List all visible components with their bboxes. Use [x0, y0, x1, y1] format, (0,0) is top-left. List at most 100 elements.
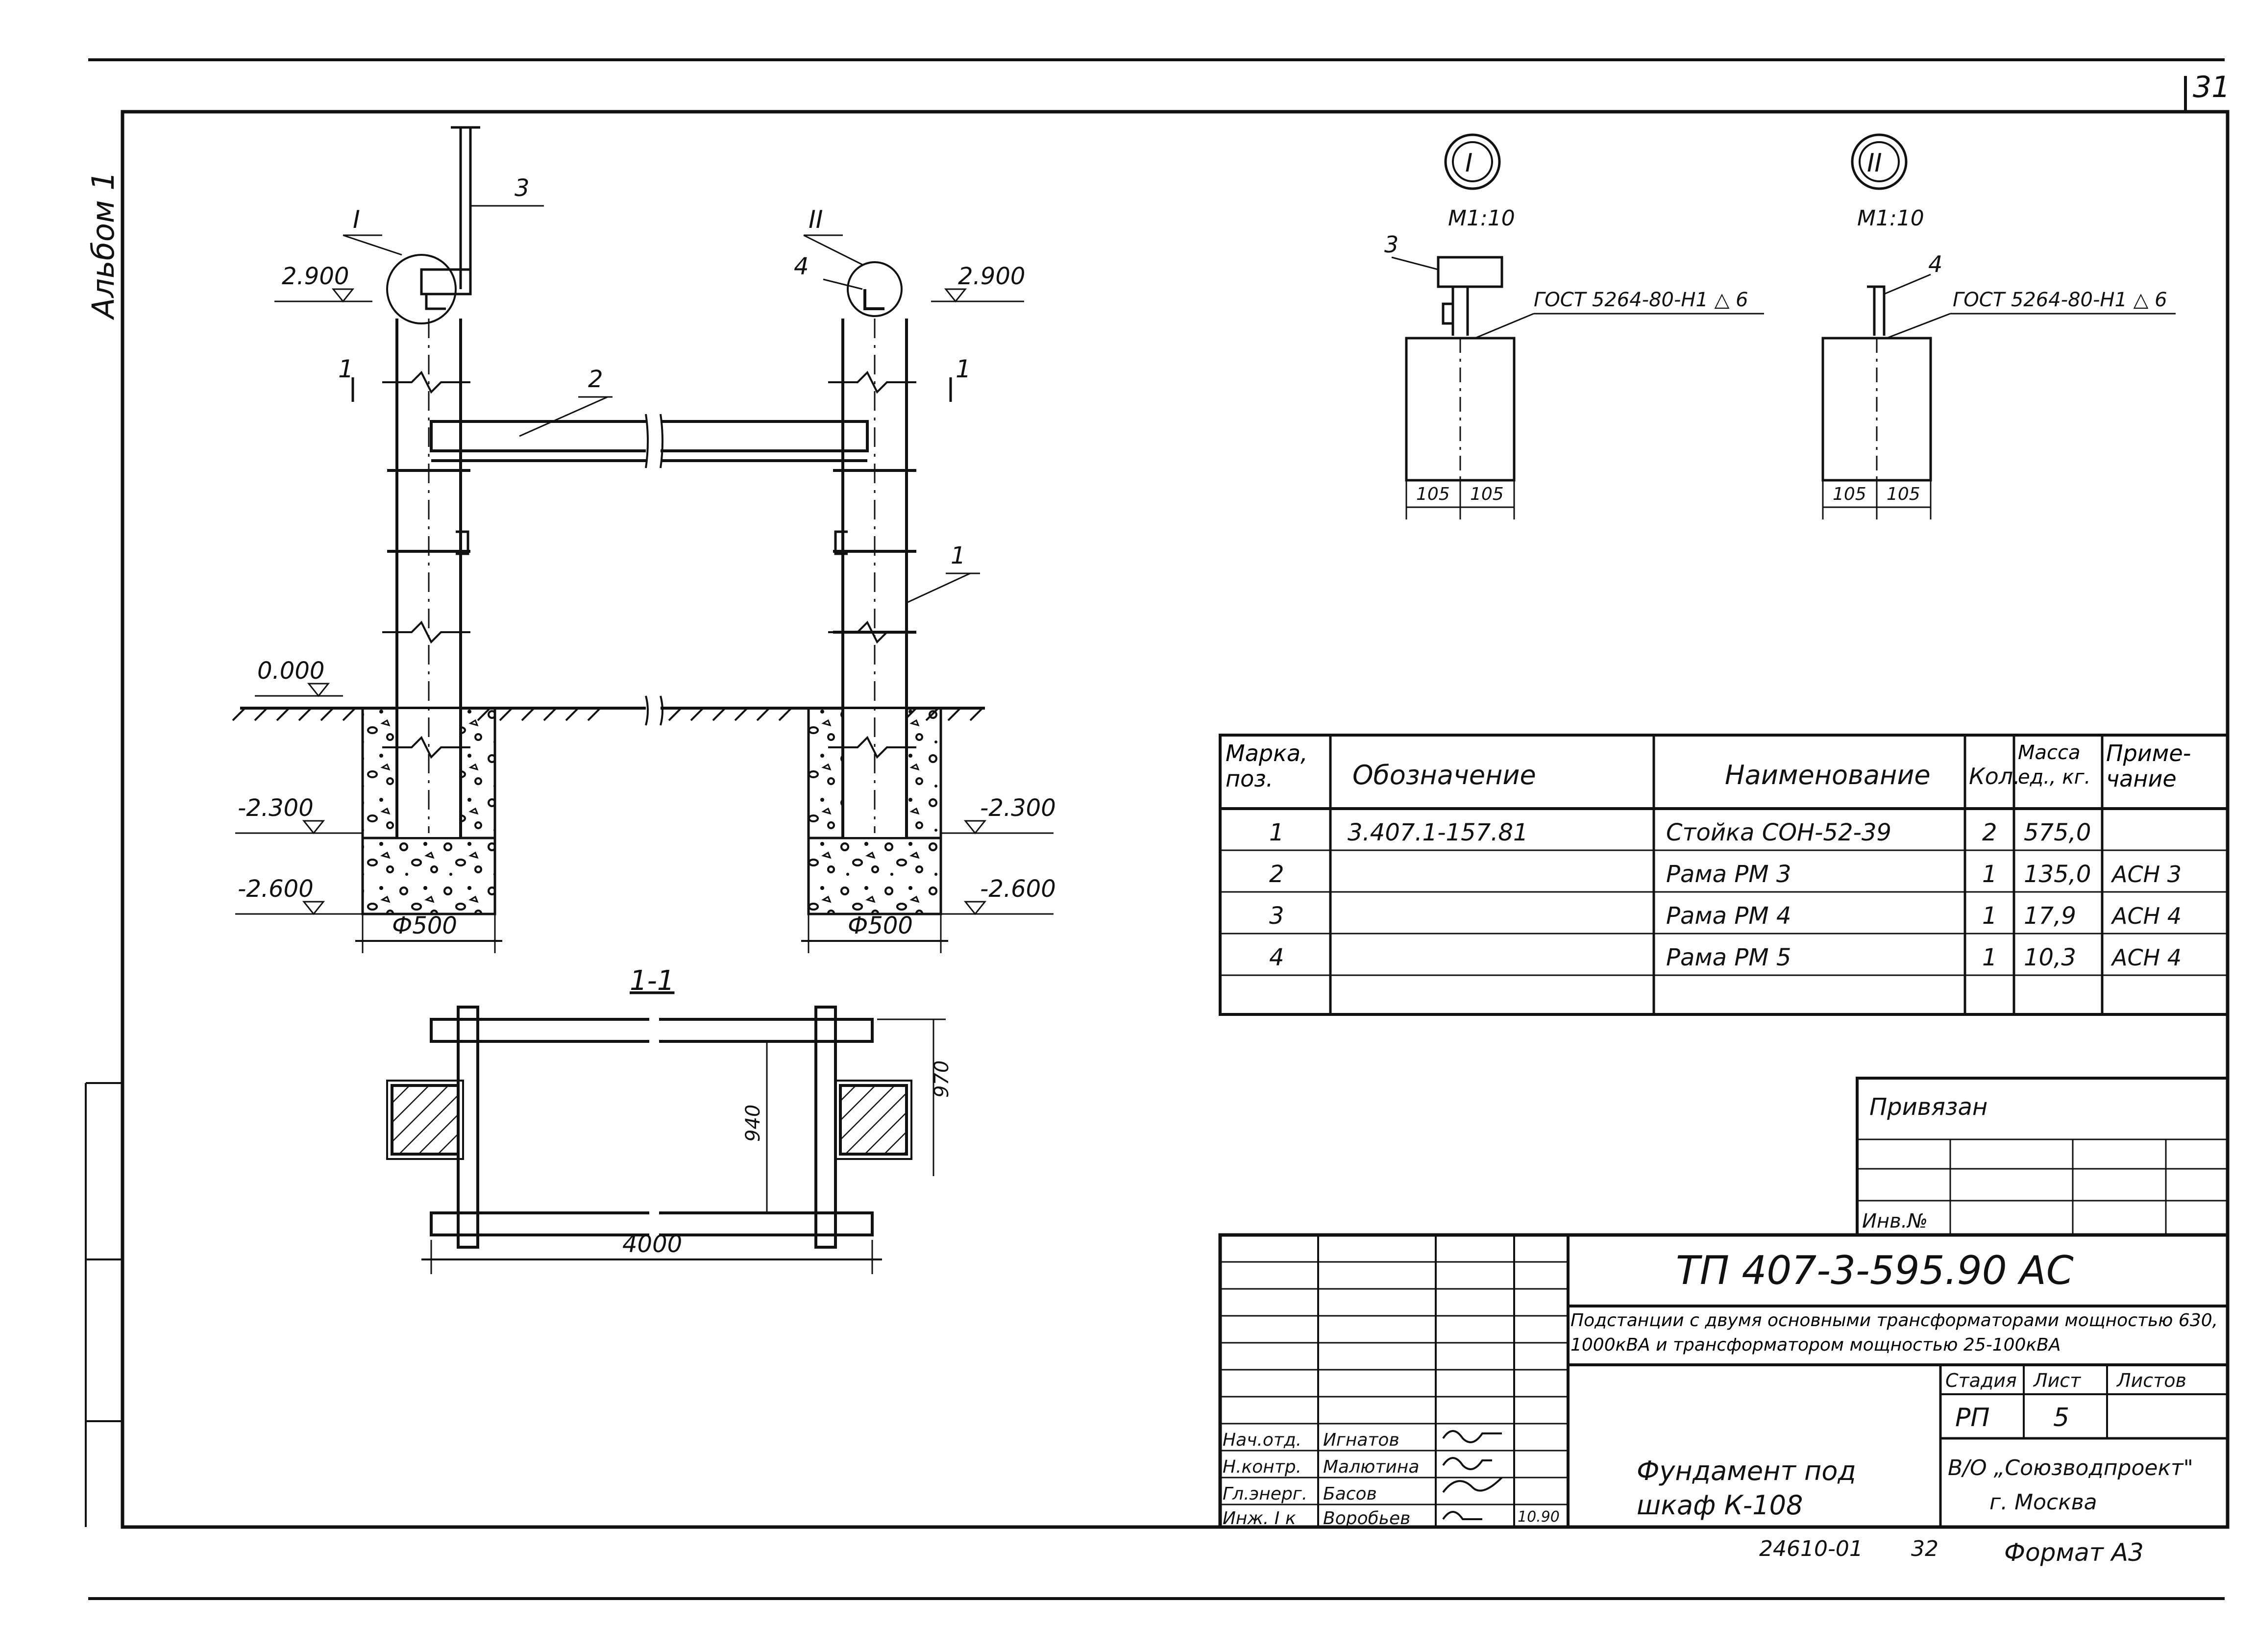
- org-line1: В/О „Союзводпроект": [1948, 1455, 2193, 1480]
- signature-row-1: Нач.отд. Игнатов: [1223, 1430, 1502, 1450]
- node-I-callout: [386, 254, 457, 324]
- svg-text:1: 1: [1982, 861, 1997, 888]
- section-mark-right: 1: [956, 355, 971, 383]
- node-II-weld-note: ГОСТ 5264-80-Н1 △ 6: [1953, 289, 2167, 311]
- svg-text:Басов: Басов: [1323, 1484, 1377, 1504]
- node-II-scale: М1:10: [1857, 206, 1924, 231]
- level-top-left: 2.900: [274, 263, 372, 303]
- spec-row-1: 1 3.407.1-157.81 Стойка СОН-52-39 2 575,…: [1269, 819, 2091, 846]
- post-clamps: [387, 469, 916, 634]
- node-II-pos: 4: [1928, 251, 1942, 277]
- node-II-dim-b: 105: [1887, 484, 1920, 504]
- svg-text:Инж. I к: Инж. I к: [1223, 1508, 1296, 1529]
- album-label: Альбом 1: [85, 171, 121, 321]
- vertical-channel-pos3: [420, 126, 480, 310]
- signature-row-2: Н.контр. Малютина: [1223, 1457, 1492, 1477]
- page-number: 31: [2193, 70, 2230, 104]
- svg-text:-2.600: -2.600: [238, 875, 314, 903]
- spec-header-name: Наименование: [1725, 760, 1931, 790]
- bracket-right: [834, 530, 848, 555]
- node-II-callout: [847, 261, 903, 317]
- spec-header-note: Приме- чание: [2106, 740, 2191, 792]
- sheets-label: Листов: [2116, 1370, 2186, 1391]
- svg-text:4: 4: [1269, 944, 1284, 971]
- signature-row-3: Гл.энерг. Басов: [1223, 1477, 1503, 1504]
- svg-text:2.900: 2.900: [958, 263, 1025, 290]
- spec-header-mark: Марка, поз.: [1226, 740, 1308, 792]
- diameter-right: Ф500: [848, 912, 913, 939]
- svg-text:Рама РМ 3: Рама РМ 3: [1666, 861, 1791, 888]
- svg-text:3: 3: [1269, 902, 1284, 930]
- node-II-detail: II М1:10 4 ГОСТ 5264-80-Н1 △ 6 105 105: [1821, 133, 2176, 519]
- svg-text:1: 1: [1269, 819, 1284, 846]
- svg-text:1: 1: [1982, 944, 1997, 971]
- svg-text:Гл.энерг.: Гл.энерг.: [1223, 1484, 1307, 1504]
- svg-text:Воробьев: Воробьев: [1323, 1508, 1410, 1529]
- node-I-dim-b: 105: [1470, 484, 1504, 504]
- binding-block: Привязан Инв.№: [1856, 1077, 2228, 1235]
- svg-text:2: 2: [1982, 819, 1997, 846]
- svg-text:2.900: 2.900: [282, 263, 349, 290]
- level-ground: 0.000: [255, 657, 343, 697]
- svg-text:-2.600: -2.600: [980, 875, 1056, 903]
- spec-header-qty: Кол.: [1969, 763, 2020, 789]
- level-minus1-left: -2.300: [235, 794, 363, 835]
- svg-text:Н.контр.: Н.контр.: [1223, 1457, 1301, 1477]
- sheet-label: Лист: [2033, 1370, 2082, 1391]
- svg-text:-2.300: -2.300: [980, 794, 1056, 822]
- sheet-value: 5: [2053, 1403, 2069, 1432]
- svg-text:135,0: 135,0: [2024, 861, 2091, 888]
- node-I-scale: М1:10: [1448, 206, 1515, 231]
- title-block: Нач.отд. Игнатов Н.контр. Малютина Гл.эн…: [1218, 1233, 2230, 1529]
- bracket-left: [456, 530, 469, 555]
- drawing-title-line1: Фундамент под: [1637, 1455, 1856, 1486]
- level-minus2-left: -2.600: [235, 875, 363, 915]
- inv-label: Инв.№: [1862, 1210, 1928, 1233]
- signature-row-4: Инж. I к Воробьев 10.90: [1223, 1508, 1560, 1529]
- plan-view: 1-1 4000 940 970: [386, 965, 953, 1274]
- svg-text:Нач.отд.: Нач.отд.: [1223, 1430, 1301, 1450]
- plan-foundation-left: [391, 1084, 460, 1156]
- svg-text:575,0: 575,0: [2024, 819, 2091, 846]
- svg-text:10,3: 10,3: [2024, 944, 2076, 971]
- right-foundation: [807, 707, 942, 915]
- format-label: Формат А3: [2004, 1538, 2144, 1567]
- pos-3-label: 3: [515, 174, 530, 202]
- level-minus2-right: -2.600: [941, 875, 1056, 915]
- plan-foundation-right: [839, 1084, 908, 1156]
- svg-text:АСН 4: АСН 4: [2110, 903, 2182, 929]
- svg-text:Рама РМ 4: Рама РМ 4: [1666, 902, 1791, 930]
- stage-value: РП: [1955, 1403, 1989, 1432]
- plan-dim-depth-inner: 940: [742, 1105, 764, 1142]
- title-code: ТП 407-3-595.90 АС: [1676, 1248, 2074, 1293]
- node-I-weld-note: ГОСТ 5264-80-Н1 △ 6: [1534, 289, 1748, 311]
- org-line2: г. Москва: [1989, 1490, 2097, 1515]
- plan-dim-length: 4000: [622, 1231, 682, 1258]
- svg-text:1: 1: [1982, 902, 1997, 930]
- level-minus1-right: -2.300: [941, 794, 1056, 835]
- pos-1-label: 1: [951, 542, 966, 569]
- svg-text:Игнатов: Игнатов: [1323, 1430, 1399, 1450]
- svg-text:-2.300: -2.300: [238, 794, 314, 822]
- svg-text:АСН 4: АСН 4: [2110, 944, 2182, 971]
- copy-page: 32: [1911, 1536, 1938, 1561]
- horizontal-frame-pos2: [430, 412, 869, 726]
- diameter-left: Ф500: [392, 912, 457, 939]
- svg-text:2: 2: [1269, 861, 1284, 888]
- svg-text:Рама РМ 5: Рама РМ 5: [1666, 944, 1791, 971]
- svg-text:Малютина: Малютина: [1323, 1457, 1419, 1477]
- node-I-number: I: [1465, 148, 1472, 178]
- stage-label: Стадия: [1945, 1370, 2017, 1391]
- node-II-number: II: [1867, 148, 1882, 178]
- svg-text:0.000: 0.000: [257, 657, 324, 685]
- section-mark-left: 1: [338, 355, 354, 383]
- svg-text:17,9: 17,9: [2024, 902, 2076, 930]
- svg-text:10.90: 10.90: [1518, 1508, 1560, 1526]
- spec-header-designation: Обозначение: [1352, 760, 1536, 790]
- spec-row-3: 3 Рама РМ 4 1 17,9 АСН 4: [1269, 902, 2182, 930]
- left-margin-strip: [85, 1082, 123, 1527]
- spec-row-4: 4 Рама РМ 5 1 10,3 АСН 4: [1269, 944, 2182, 971]
- level-top-right: 2.900: [931, 263, 1025, 303]
